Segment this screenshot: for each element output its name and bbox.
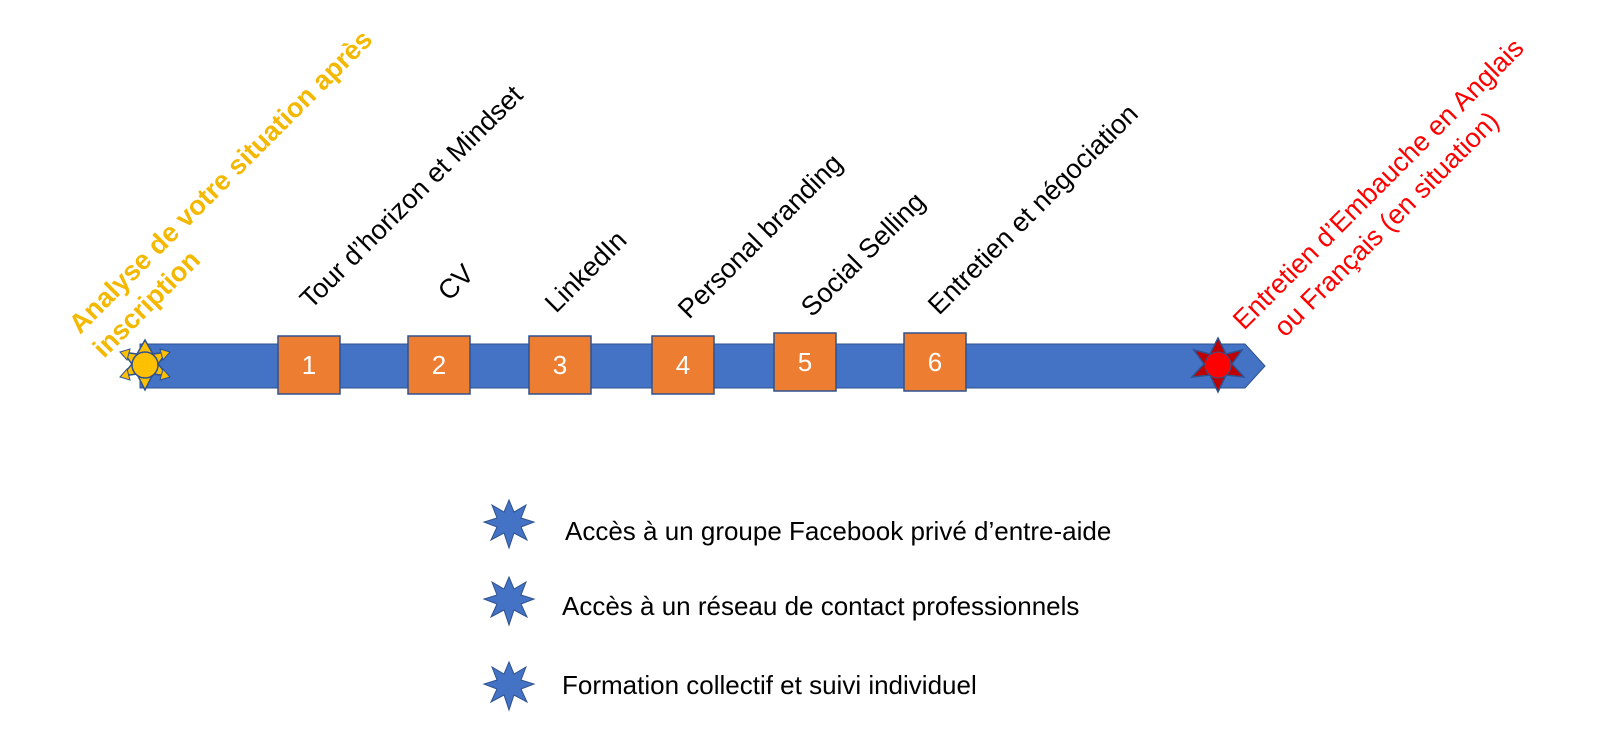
- benefit-text-contact-network: Accès à un réseau de contact professionn…: [562, 591, 1079, 621]
- step-6-label: Entretien et négociation: [922, 98, 1144, 320]
- step-5-box: [773, 332, 837, 392]
- step-4-number: 4: [676, 350, 690, 380]
- step-6-box: [903, 332, 967, 392]
- step-2-number: 2: [432, 350, 446, 380]
- benefit-text-training: Formation collectif et suivi individuel: [562, 670, 977, 700]
- step-3-number: 3: [553, 350, 567, 380]
- end-sun-icon: [1190, 336, 1246, 394]
- step-2-label: CV: [432, 259, 480, 307]
- step-1-number: 1: [302, 350, 316, 380]
- step-2-box: [407, 335, 471, 395]
- benefit-item-facebook-group: Accès à un groupe Facebook privé d’entre…: [482, 498, 1111, 550]
- burst-star-icon: [482, 575, 536, 627]
- end-label-line1: Entretien d’Embauche en Anglais: [1227, 33, 1529, 335]
- step-6-number: 6: [928, 347, 942, 377]
- step-5-number: 5: [798, 347, 812, 377]
- start-sun-icon: [119, 338, 171, 392]
- start-label: Analyse de votre situation après inscrip…: [63, 19, 407, 363]
- step-1-box: [277, 335, 341, 395]
- step-5-label: Social Selling: [795, 186, 931, 322]
- end-label-line2: ou Français (en situation): [1268, 106, 1505, 343]
- benefit-item-contact-network: Accès à un réseau de contact professionn…: [482, 575, 1079, 627]
- step-3-label: LinkedIn: [539, 225, 632, 318]
- step-2: CV 2: [407, 259, 480, 395]
- benefits-list: Accès à un groupe Facebook privé d’entre…: [482, 498, 1111, 712]
- end-label: Entretien d’Embauche en Anglais ou Franç…: [1227, 27, 1559, 359]
- benefit-text-facebook-group: Accès à un groupe Facebook privé d’entre…: [565, 516, 1111, 546]
- step-1-label: Tour d’horizon et Mindset: [294, 79, 529, 314]
- step-3-box: [528, 335, 592, 395]
- burst-star-icon: [482, 498, 536, 550]
- burst-star-icon: [482, 660, 536, 712]
- benefit-item-training: Formation collectif et suivi individuel: [482, 660, 977, 712]
- step-4-box: [651, 335, 715, 395]
